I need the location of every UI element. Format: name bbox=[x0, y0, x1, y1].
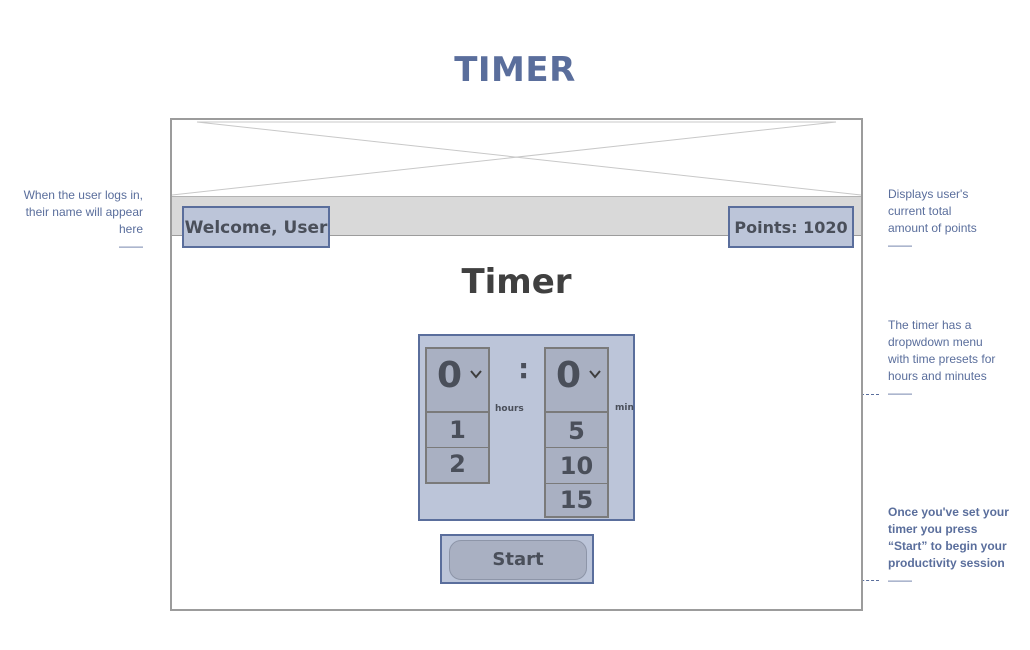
image-placeholder-icon bbox=[171, 121, 862, 196]
welcome-annotation-line: When the user logs in, bbox=[23, 188, 143, 202]
banner-image-placeholder bbox=[171, 120, 862, 197]
points-annotation: Displays user's current total amount of … bbox=[888, 186, 1018, 254]
points-display: Points: 1020 bbox=[728, 206, 854, 248]
minutes-option[interactable]: 10 bbox=[546, 448, 607, 484]
hours-dropdown[interactable]: 0 1 2 bbox=[425, 347, 490, 484]
welcome-user-label: Welcome, User bbox=[182, 206, 330, 248]
welcome-annotation-line: their name will appear bbox=[25, 205, 143, 219]
timer-annotation-line: The timer has a bbox=[888, 318, 972, 332]
chevron-down-icon[interactable] bbox=[470, 367, 482, 383]
minutes-unit-label: min bbox=[615, 403, 634, 413]
minutes-option[interactable]: 15 bbox=[559, 486, 594, 514]
timer-annotation-line: with time presets for bbox=[888, 352, 996, 366]
app-frame: Welcome, User Points: 1020 Timer 0 1 2 h… bbox=[170, 118, 863, 611]
chevron-down-icon[interactable] bbox=[589, 367, 601, 383]
points-annotation-line: Displays user's bbox=[888, 187, 969, 201]
hours-value: 0 bbox=[437, 355, 463, 396]
annotation-dash: —— bbox=[888, 238, 912, 252]
points-annotation-line: current total bbox=[888, 204, 952, 218]
time-separator: : bbox=[518, 352, 530, 385]
annotation-dash: —— bbox=[888, 573, 912, 587]
hours-unit-label: hours bbox=[495, 404, 524, 414]
start-annotation-line: timer you press bbox=[888, 522, 978, 536]
hours-option[interactable]: 2 bbox=[449, 450, 466, 478]
minutes-dropdown[interactable]: 0 5 10 15 bbox=[544, 347, 609, 518]
hours-option[interactable]: 1 bbox=[427, 413, 488, 448]
points-annotation-line: amount of points bbox=[888, 221, 977, 235]
annotation-dash: —— bbox=[888, 386, 912, 400]
annotation-dash: —— bbox=[119, 239, 143, 253]
timer-annotation-line: hours and minutes bbox=[888, 369, 987, 383]
minutes-value: 0 bbox=[556, 355, 582, 396]
minutes-option[interactable]: 5 bbox=[546, 413, 607, 448]
start-annotation-line: “Start” to begin your bbox=[888, 539, 1007, 553]
hours-selected[interactable]: 0 bbox=[427, 349, 488, 413]
start-annotation-line: productivity session bbox=[888, 556, 1005, 570]
timer-title: Timer bbox=[461, 262, 572, 302]
start-annotation: Once you've set your timer you press “St… bbox=[888, 504, 1026, 589]
start-button-highlight: Start bbox=[440, 534, 594, 584]
timer-annotation-line: dropwdown menu bbox=[888, 335, 983, 349]
start-annotation-line: Once you've set your bbox=[888, 505, 1009, 519]
minutes-selected[interactable]: 0 bbox=[546, 349, 607, 413]
timer-annotation: The timer has a dropwdown menu with time… bbox=[888, 317, 1023, 402]
time-picker: 0 1 2 hours : 0 5 10 15 min bbox=[418, 334, 635, 521]
welcome-annotation-line: here bbox=[118, 222, 143, 236]
page-heading: TIMER bbox=[454, 50, 576, 90]
start-button[interactable]: Start bbox=[449, 540, 587, 580]
welcome-annotation: When the user logs in, their name will a… bbox=[10, 187, 143, 255]
